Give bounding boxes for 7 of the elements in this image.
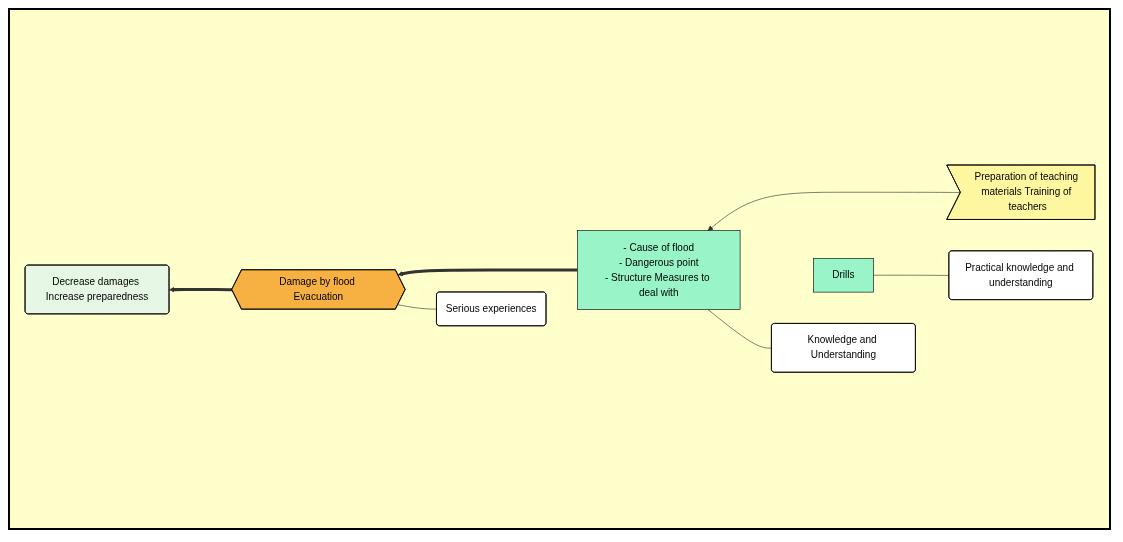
node-box: - Cause of flood - Dangerous point - Structure Measures to deal with xyxy=(576,230,740,311)
connector xyxy=(872,275,949,277)
node-box: Drills xyxy=(812,258,874,293)
arrow xyxy=(397,268,577,277)
connector xyxy=(707,309,772,349)
arrow xyxy=(168,287,232,293)
connector xyxy=(397,304,437,310)
